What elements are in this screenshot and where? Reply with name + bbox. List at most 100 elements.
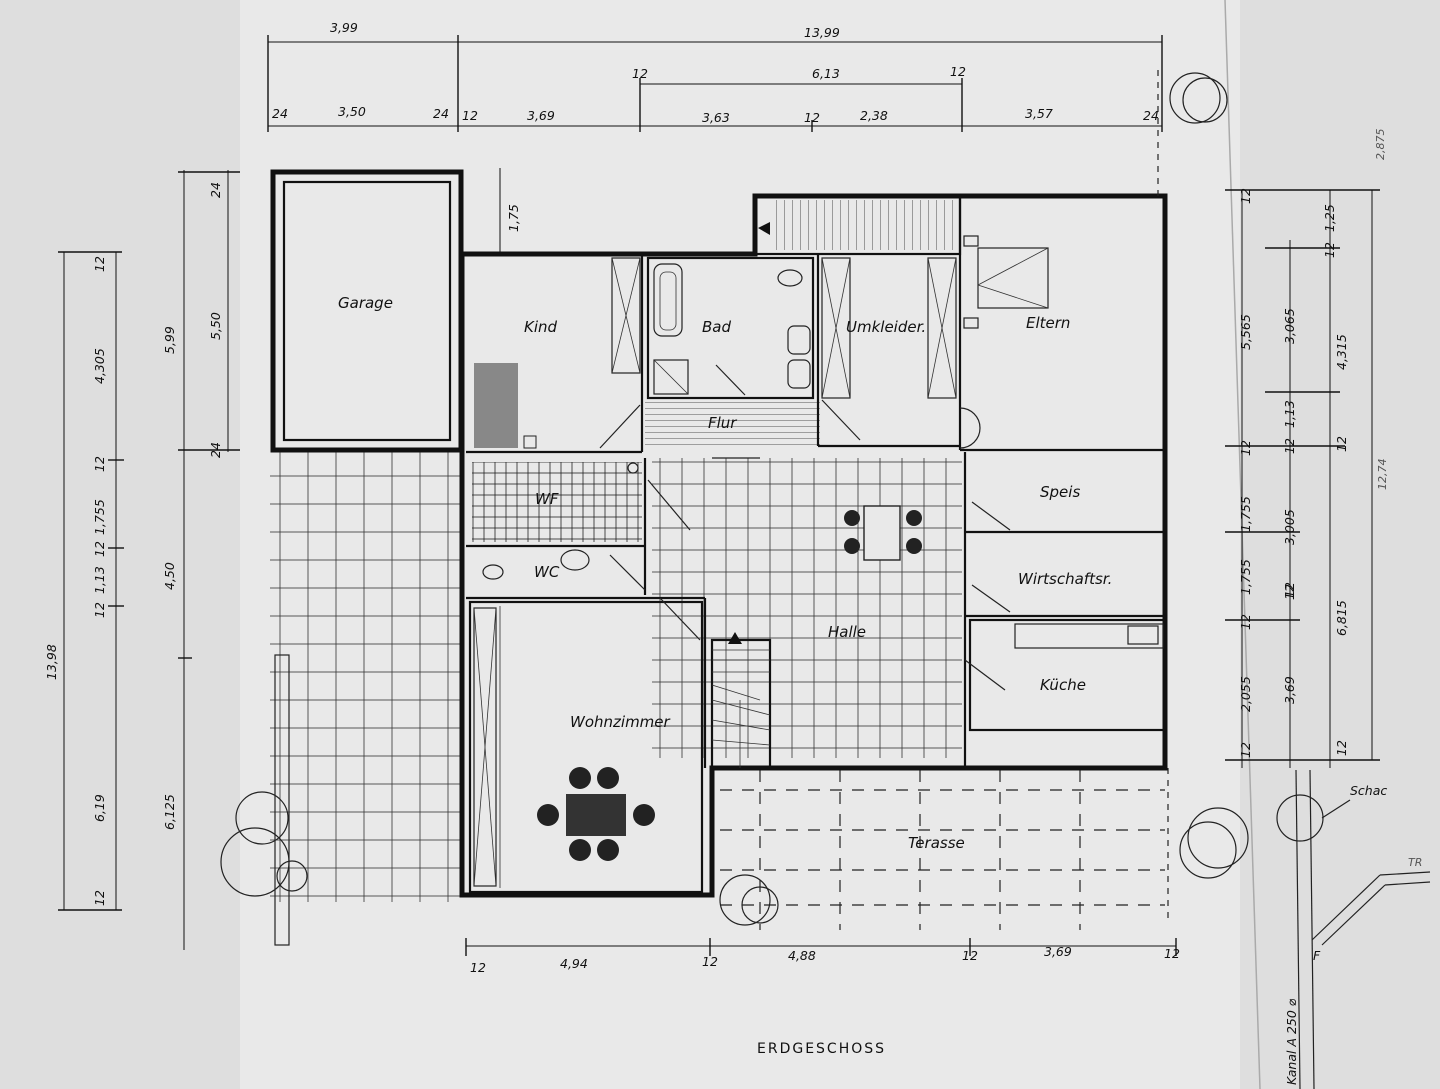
dim-left-1755: 1,755 [92,499,107,535]
dim-bottom-12a: 12 [470,960,486,975]
kind-desk [523,435,537,449]
dim-right-3005: 3,005 [1282,509,1297,545]
room-label-wc: WC [534,563,560,581]
dim-left-12e: 12 [92,890,107,906]
dim-left-12b: 12 [92,456,107,472]
dim-bottom-488: 4,88 [788,948,816,963]
dim-right-12c: 12 [1238,614,1253,630]
room-label-wf: WF [535,490,559,508]
kitchen-counter [1014,623,1164,649]
wc-sink [560,549,590,571]
dim-right-5565: 5,565 [1238,314,1253,350]
dim-right-1755a: 1,755 [1238,559,1253,595]
room-label-kueche: Küche [1040,676,1086,694]
wohnzimmer-dining-set [537,767,655,861]
tr-label: TR [1408,856,1422,869]
room-label-wirtschaftsr: Wirtschaftsr. [1018,570,1112,588]
dim-right-2055: 2,055 [1238,676,1253,712]
dim-right-3065: 3,065 [1282,308,1297,344]
walls [270,169,1168,898]
eltern-bed [959,235,1049,449]
kitchen-sink [1127,625,1159,645]
dim-top-24a: 24 [272,106,288,121]
dim-right-113: 1,13 [1282,400,1297,428]
dim-right-125: 1,25 [1322,204,1337,232]
bath-fixtures [653,263,811,396]
room-label-halle: Halle [828,623,866,641]
dim-top-1399: 13,99 [804,25,840,40]
dim-bottom-494: 4,94 [560,956,588,971]
driveway-tiles [270,452,462,902]
dim-right-4315: 4,315 [1334,334,1349,370]
dim-top-369: 3,69 [527,108,555,123]
dim-top-12d: 12 [804,110,820,125]
dim-right-12a: 12 [1238,188,1253,204]
f-label: F [1313,948,1321,963]
dim-right-12g: 12 [1334,740,1349,756]
dim-left-113: 1,13 [92,566,107,594]
stairs-interior [710,632,772,770]
room-label-kind: Kind [524,318,558,336]
dim-top-357: 3,57 [1025,106,1053,121]
dimension-lines [58,35,1380,956]
dim-left-4305: 4,305 [92,348,107,384]
dim-right-12j: 12 [1238,742,1253,758]
dim-left-12c: 12 [92,541,107,557]
drainage [1295,769,1431,1089]
kanal-label: Kanal A 250 ⌀ [1284,998,1299,1085]
halle-dining-set [844,505,922,561]
dim-top-12b: 12 [950,64,966,79]
dim-top-399: 3,99 [330,20,358,35]
dim-right-12f: 12 [1282,582,1297,598]
dim-right-12i: 12 [1282,584,1297,600]
dim-bottom-12d: 12 [1164,946,1180,961]
dim-top-363: 3,63 [702,110,730,125]
dim-top-12c: 12 [462,108,478,123]
wf-tiles [472,462,642,542]
dim-left-599: 5,99 [162,326,177,354]
room-label-garage: Garage [338,294,393,312]
dim-left-24b: 24 [208,442,223,458]
dim-left-24a: 24 [208,182,223,198]
dim-right-12d: 12 [1322,242,1337,258]
driveway-edge [274,654,290,946]
dim-top-350: 3,50 [338,104,366,119]
dim-right-1274: 12,74 [1376,459,1389,491]
room-label-umkleider: Umkleider. [846,318,926,336]
dim-right-1755b: 1,755 [1238,496,1253,532]
room-label-speis: Speis [1040,483,1080,501]
wf-drain [627,462,639,474]
dim-left-550: 5,50 [208,312,223,340]
dim-left-450: 4,50 [162,562,177,590]
dim-left-619: 6,19 [92,794,107,822]
dim-right-12e: 12 [1282,438,1297,454]
dim-right-6815: 6,815 [1334,600,1349,636]
room-label-terasse: Terasse [908,834,965,852]
door-swings [599,399,1011,691]
dim-top-613: 6,13 [812,66,840,81]
dim-left-1398: 13,98 [44,644,59,680]
kind-bed [474,363,518,448]
dim-right-12b: 12 [1238,440,1253,456]
dim-right-12h: 12 [1334,436,1349,452]
room-label-flur: Flur [708,414,737,432]
dim-top-24c: 24 [1143,108,1159,123]
dim-top-24b: 24 [433,106,449,121]
halle-tiles [652,458,962,758]
room-label-eltern: Eltern [1026,314,1070,332]
dim-bottom-12c: 12 [962,948,978,963]
flur-boards [645,400,820,446]
dim-top-175: 1,75 [506,204,521,232]
dim-right-369: 3,69 [1282,676,1297,704]
dim-top-238: 2,38 [860,108,888,123]
dim-left-12a: 12 [92,256,107,272]
dim-left-12d: 12 [92,602,107,618]
dim-right-2875: 2,875 [1374,129,1387,161]
dim-bottom-369: 3,69 [1044,944,1072,959]
wc-toilet [482,564,504,580]
room-label-bad: Bad [702,318,731,336]
stairs-arrow-icon [758,222,770,235]
wardrobes [473,257,957,887]
room-label-wohnzimmer: Wohnzimmer [570,713,671,731]
